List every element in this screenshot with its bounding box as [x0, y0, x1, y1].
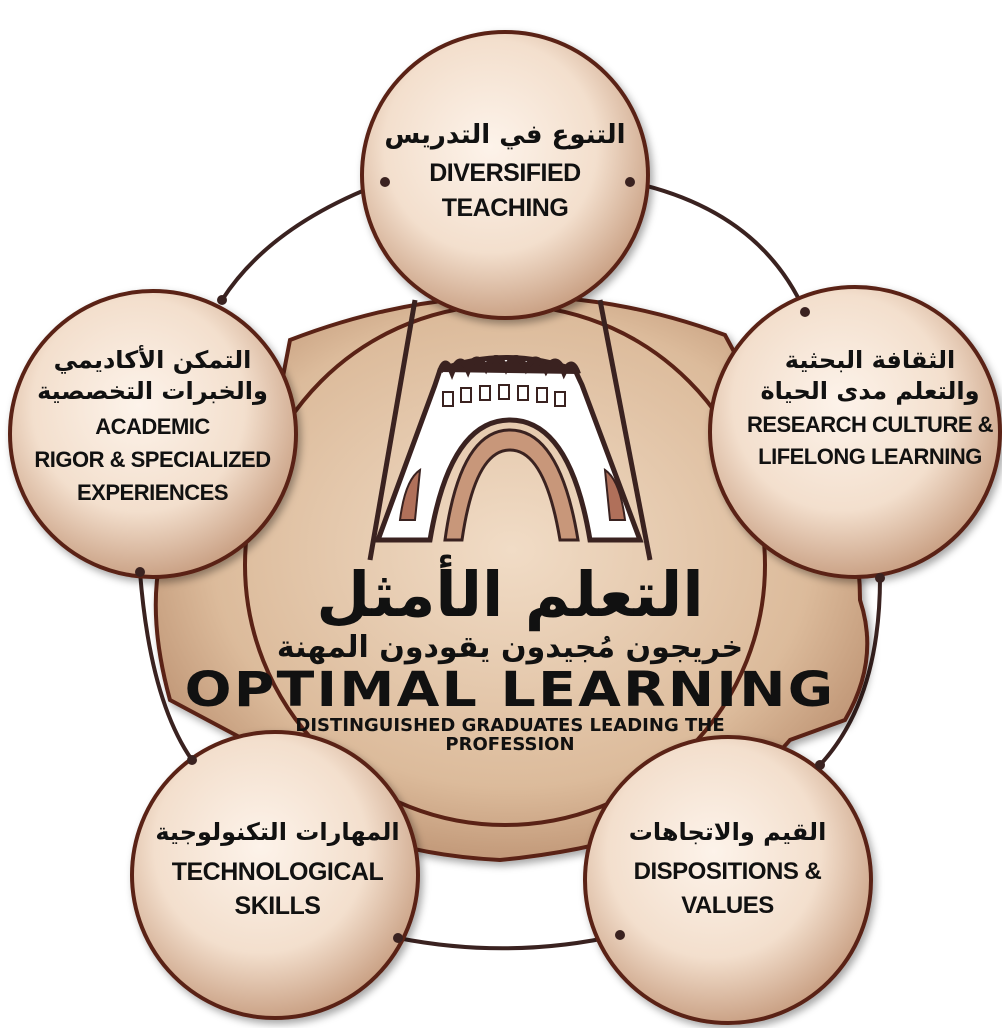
center-title-block: التعلم الأمثل خريجون مُجيدون يقودون المه… [160, 558, 860, 755]
node-top-ar: التنوع في التدريس [384, 120, 626, 150]
bubble-left [8, 289, 298, 579]
node-left-en-3: EXPERIENCES [77, 480, 229, 505]
node-right-en-1: RESEARCH CULTURE & [746, 412, 994, 437]
node-left-en-1: ACADEMIC [95, 414, 210, 439]
node-right-ar-2: والتعلم مدى الحياة [760, 377, 980, 405]
node-technological-skills: المهارات التكنولوجية TECHNOLOGICAL SKILL… [150, 815, 405, 923]
node-br-en-2: VALUES [681, 892, 774, 919]
node-right-ar-1: الثقافة البحثية [784, 346, 956, 374]
node-academic-rigor: التمكن الأكاديمي والخبرات التخصصية ACADE… [15, 345, 290, 506]
arch-gate-icon [367, 299, 653, 561]
connector-lines [138, 180, 882, 951]
node-diversified-teaching: التنوع في التدريس DIVERSIFIED TEACHING [370, 118, 640, 226]
node-left-ar-1: التمكن الأكاديمي [53, 346, 252, 374]
center-title-en: OPTIMAL LEARNING [184, 662, 836, 718]
node-left-en-2: RIGOR & SPECIALIZED [34, 447, 271, 472]
node-right-en-2: LIFELONG LEARNING [758, 444, 982, 469]
node-br-ar: القيم والاتجاهات [628, 818, 827, 846]
connector-bottom [396, 933, 622, 951]
node-dispositions-values: القيم والاتجاهات DISPOSITIONS & VALUES [600, 815, 855, 923]
node-bl-en-2: SKILLS [234, 892, 321, 920]
node-bl-en-1: TECHNOLOGICAL [171, 858, 384, 886]
connector-top-right [628, 180, 807, 314]
node-top-en-2: TEACHING [441, 194, 569, 222]
center-subtitle-ar: خريجون مُجيدون يقودون المهنة [276, 630, 744, 665]
bubble-bottom-right [583, 735, 873, 1025]
node-bl-ar: المهارات التكنولوجية [155, 818, 400, 846]
node-left-ar-2: والخبرات التخصصية [37, 377, 268, 405]
center-title-ar: التعلم الأمثل [316, 558, 704, 631]
node-research-culture: الثقافة البحثية والتعلم مدى الحياة RESEA… [735, 345, 1002, 471]
node-br-en-1: DISPOSITIONS & [633, 858, 822, 885]
connector-left-bottomleft [138, 570, 194, 762]
connector-top-left [220, 180, 387, 302]
center-subtitle-en: DISTINGUISHED GRADUATES LEADING THE PROF… [295, 715, 725, 755]
bubble-top [360, 30, 650, 320]
bubble-right [708, 285, 1002, 579]
connector-right-bottomright [818, 576, 882, 767]
outer-bubbles [8, 30, 1002, 1025]
node-top-en-1: DIVERSIFIED [429, 159, 581, 187]
connector-dots [135, 177, 885, 943]
bubble-bottom-left [130, 730, 420, 1020]
